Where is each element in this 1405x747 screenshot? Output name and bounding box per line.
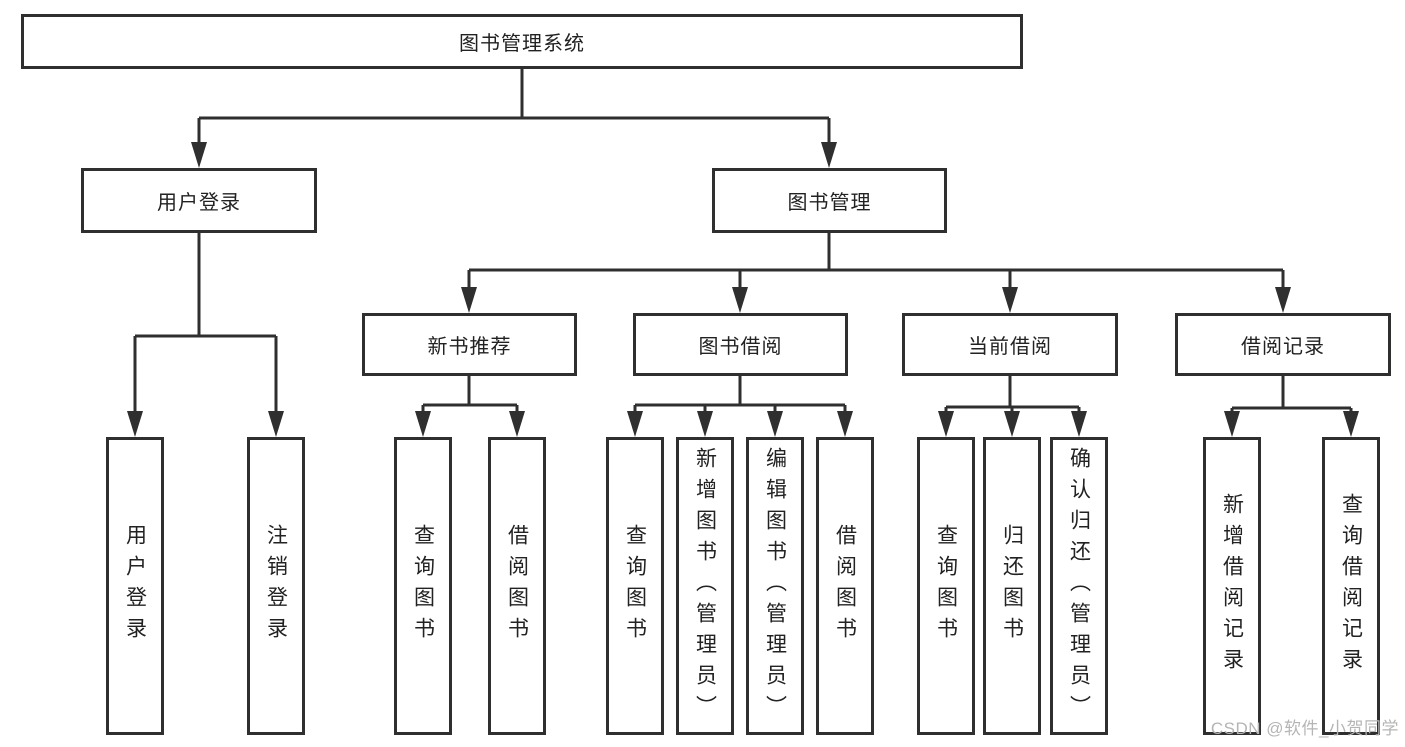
arrow-icon (837, 411, 853, 437)
leaf-confirm-return-admin: 确认归还（管理员） (1050, 437, 1108, 735)
leaf-borrow-books-label: 借阅图书 (833, 524, 857, 648)
arrow-icon (191, 142, 207, 168)
leaf-logout-label: 注销登录 (264, 524, 288, 648)
arrow-icon (1002, 287, 1018, 313)
leaf-query-borrow-record: 查询借阅记录 (1322, 437, 1380, 735)
leaf-add-books-admin-label: 新增图书（管理员） (693, 446, 717, 726)
leaf-user-login: 用户登录 (106, 437, 164, 735)
leaf-query-books-current: 查询图书 (917, 437, 975, 735)
leaf-query-books-recommend: 查询图书 (394, 437, 452, 735)
node-new-book-recommend-label: 新书推荐 (427, 336, 512, 358)
arrow-icon (821, 142, 837, 168)
node-borrowing-records: 借阅记录 (1175, 313, 1391, 376)
node-book-management-label: 图书管理 (787, 192, 872, 214)
node-current-borrowing: 当前借阅 (902, 313, 1118, 376)
node-new-book-recommend: 新书推荐 (362, 313, 577, 376)
leaf-logout: 注销登录 (247, 437, 305, 735)
node-book-management: 图书管理 (712, 168, 947, 233)
arrow-icon (697, 411, 713, 437)
leaf-query-books-borrowing: 查询图书 (606, 437, 664, 735)
connector-lines (133, 69, 1353, 413)
leaf-query-books-recommend-label: 查询图书 (411, 524, 435, 648)
leaf-return-books: 归还图书 (983, 437, 1041, 735)
node-user-login: 用户登录 (81, 168, 317, 233)
arrow-icon (1224, 411, 1240, 437)
arrow-icon (415, 411, 431, 437)
leaf-add-borrow-record-label: 新增借阅记录 (1220, 493, 1244, 679)
leaf-add-borrow-record: 新增借阅记录 (1203, 437, 1261, 735)
leaf-edit-books-admin-label: 编辑图书（管理员） (763, 446, 787, 726)
leaf-edit-books-admin: 编辑图书（管理员） (746, 437, 804, 735)
leaf-add-books-admin: 新增图书（管理员） (676, 437, 734, 735)
node-root-label: 图书管理系统 (459, 33, 585, 55)
arrow-icon (767, 411, 783, 437)
leaf-borrow-books-recommend-label: 借阅图书 (505, 524, 529, 648)
node-user-login-label: 用户登录 (157, 192, 241, 214)
leaf-borrow-books-recommend: 借阅图书 (488, 437, 546, 735)
leaf-query-borrow-record-label: 查询借阅记录 (1339, 493, 1363, 679)
leaf-confirm-return-admin-label: 确认归还（管理员） (1067, 446, 1091, 726)
arrow-icon (509, 411, 525, 437)
arrow-icon (1071, 411, 1087, 437)
leaf-query-books-current-label: 查询图书 (934, 524, 958, 648)
node-root: 图书管理系统 (21, 14, 1023, 69)
node-book-borrowing-label: 图书借阅 (698, 336, 783, 358)
arrow-icon (938, 411, 954, 437)
node-borrowing-records-label: 借阅记录 (1241, 336, 1325, 358)
arrow-icon (461, 287, 477, 313)
arrowheads (127, 142, 1359, 437)
leaf-return-books-label: 归还图书 (1000, 524, 1024, 648)
csdn-watermark: CSDN @软件_小贺同学 (1210, 719, 1399, 738)
arrow-icon (127, 411, 143, 437)
arrow-icon (1275, 287, 1291, 313)
node-current-borrowing-label: 当前借阅 (968, 336, 1052, 358)
arrow-icon (268, 411, 284, 437)
arrow-icon (1004, 411, 1020, 437)
arrow-icon (1343, 411, 1359, 437)
leaf-borrow-books: 借阅图书 (816, 437, 874, 735)
node-book-borrowing: 图书借阅 (633, 313, 848, 376)
leaf-query-books-borrowing-label: 查询图书 (623, 524, 647, 648)
leaf-user-login-label: 用户登录 (123, 524, 147, 648)
arrow-icon (732, 287, 748, 313)
arrow-icon (627, 411, 643, 437)
